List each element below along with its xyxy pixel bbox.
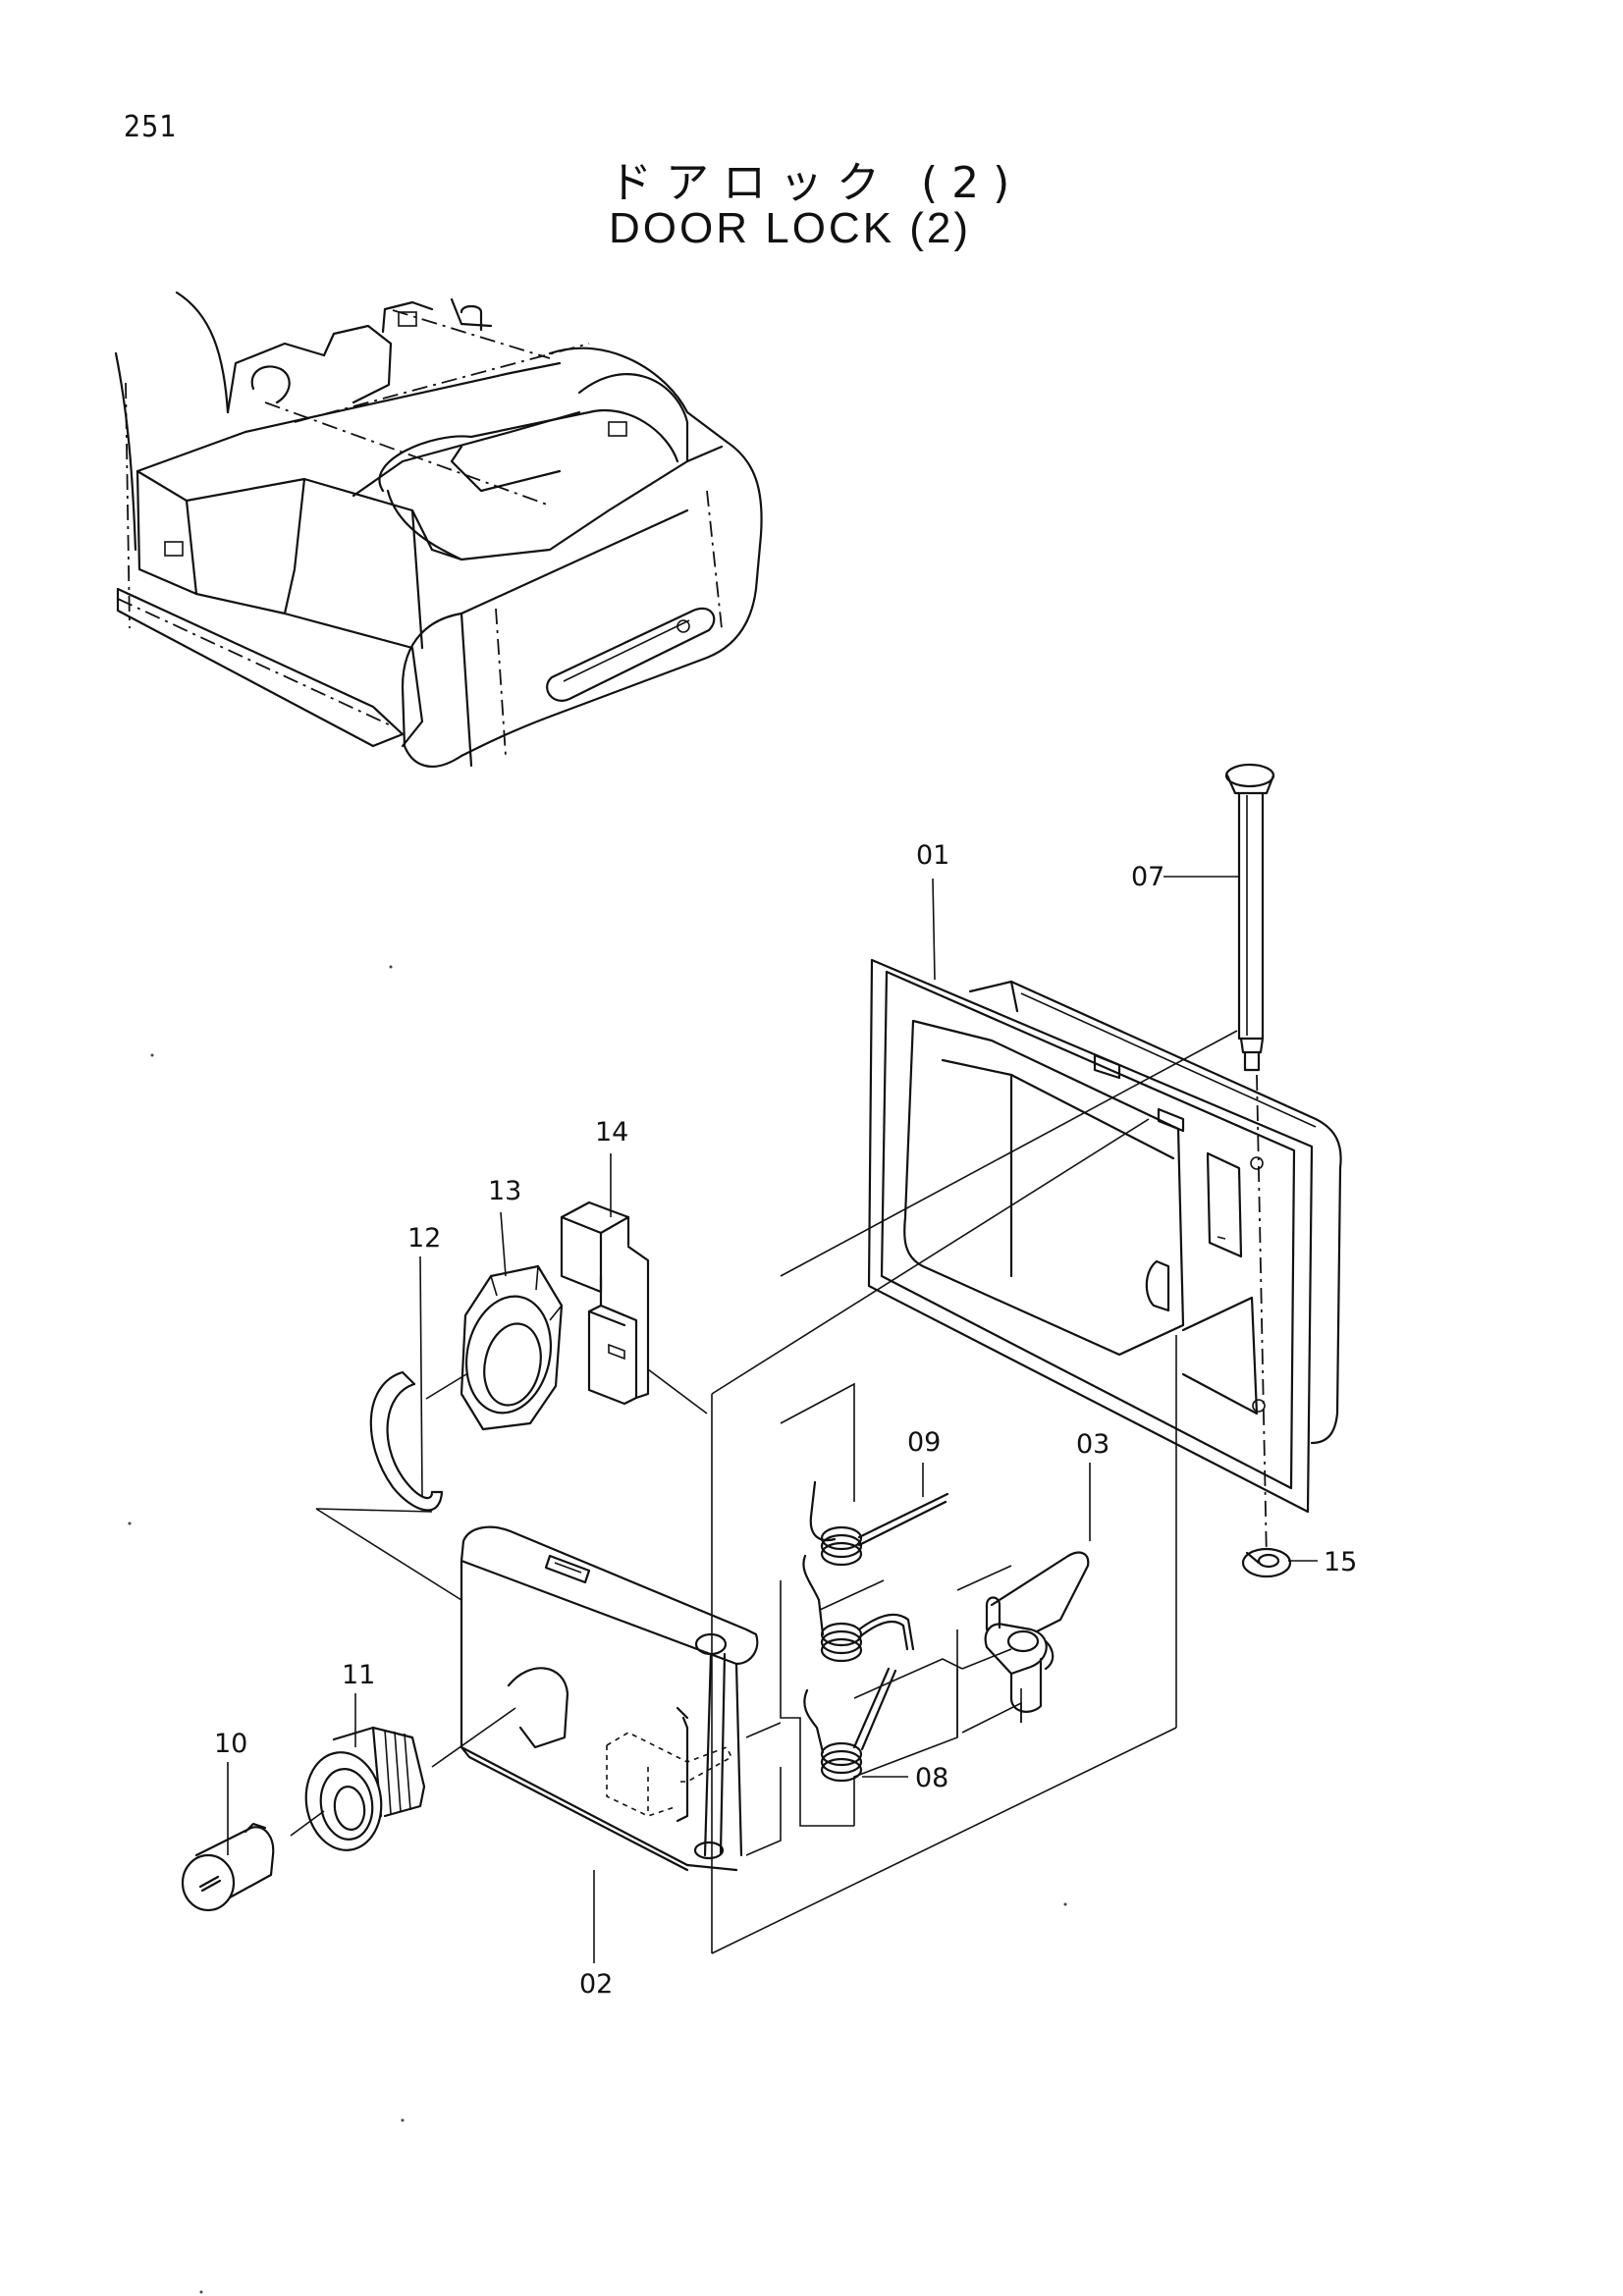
callout-08: 08 — [915, 1763, 948, 1793]
nut-13 — [460, 1264, 564, 1431]
callout-01: 01 — [916, 840, 949, 871]
springs-08 — [802, 1554, 915, 1783]
callout-09: 09 — [907, 1427, 941, 1458]
assembly-lines — [290, 1030, 1238, 1954]
callout-13: 13 — [488, 1176, 521, 1206]
bushing-11 — [304, 1726, 426, 1851]
callout-02: 02 — [579, 1969, 613, 2000]
housing-01 — [867, 958, 1342, 1514]
callout-14: 14 — [595, 1117, 628, 1148]
scan-specks — [128, 965, 1067, 2294]
e-ring-15 — [1241, 1547, 1292, 1578]
callout-labels: 01 07 14 13 12 09 03 15 11 10 08 02 — [214, 840, 1357, 2000]
callout-03: 03 — [1076, 1429, 1109, 1460]
latch-03 — [984, 1551, 1090, 1713]
callout-07: 07 — [1131, 862, 1164, 892]
callout-10: 10 — [214, 1729, 247, 1759]
callout-12: 12 — [407, 1223, 441, 1254]
lock-cylinder-10 — [181, 1822, 275, 1912]
spring-09 — [809, 1480, 949, 1567]
pin-07 — [1224, 763, 1275, 1562]
callout-11: 11 — [342, 1660, 375, 1690]
title-english: DOOR LOCK (2) — [609, 204, 972, 252]
page-number: 251 — [124, 110, 178, 144]
machine-overview-illustration — [114, 291, 763, 768]
plate-14 — [560, 1201, 650, 1406]
callout-15: 15 — [1324, 1547, 1357, 1577]
snap-ring-12 — [369, 1370, 444, 1512]
lock-body-02 — [460, 1525, 759, 1872]
leader-lines — [227, 876, 1318, 1963]
title-japanese: ドアロック (2) — [609, 158, 1024, 208]
